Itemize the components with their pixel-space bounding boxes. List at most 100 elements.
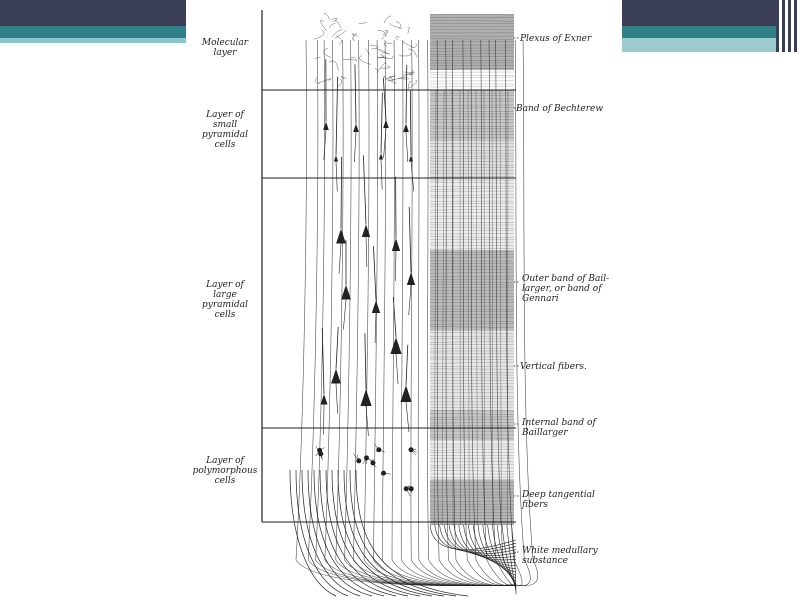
molecular-dendrite — [329, 23, 335, 28]
band-label-outer-baillarger: Outer band of Bail- larger, or band of G… — [522, 274, 622, 304]
label-line: Layer of — [194, 110, 256, 120]
header-bar-right-pale — [622, 38, 776, 52]
label-line: Molecular — [194, 38, 256, 48]
label-line: larger, or band of — [522, 284, 622, 294]
header-bar-right-teal — [622, 26, 776, 38]
band-label-bechterew: Band of Bechterew — [516, 104, 616, 114]
apical-dendrite — [373, 246, 376, 300]
molecular-dendrite — [329, 61, 338, 71]
band-label-vertical-fibers: Vertical fibers. — [520, 362, 620, 372]
pyramidal-cell — [362, 224, 370, 237]
pyramidal-cell — [336, 229, 346, 244]
axon — [409, 285, 411, 315]
polymorphous-cell — [356, 458, 361, 463]
molecular-dendrite — [341, 77, 347, 79]
apical-dendrite — [355, 64, 356, 123]
pyramidal-cell — [409, 155, 413, 161]
pyramidal-cell — [323, 122, 329, 130]
molecular-dendrite — [318, 79, 331, 83]
apical-dendrite — [322, 328, 324, 394]
band-label-white-medullary: White medullary substance — [522, 546, 622, 566]
molecular-dendrite — [398, 78, 409, 79]
label-line: White medullary — [522, 546, 622, 556]
band-label-internal-baillarger: Internal band of Baillarger — [522, 418, 622, 438]
molecular-dendrite — [359, 23, 367, 24]
label-line: Deep tangential — [522, 490, 622, 500]
axon — [406, 132, 408, 162]
layer-label-molecular: Molecular layer — [194, 38, 256, 58]
pyramidal-cell — [390, 337, 401, 354]
axon-fiber — [290, 470, 336, 596]
label-line: Band of Bechterew — [516, 104, 616, 114]
pyramidal-cell — [403, 124, 409, 132]
label-line: fibers — [522, 500, 622, 510]
molecular-dendrite — [359, 56, 370, 65]
layer-label-small-pyramidal: Layer of small pyramidal cells — [194, 110, 256, 150]
molecular-dendrite — [338, 79, 342, 88]
pyramidal-cell — [392, 238, 400, 251]
molecular-dendrite — [413, 44, 417, 48]
fiber-hatch — [430, 86, 514, 87]
label-line: pyramidal — [194, 300, 256, 310]
label-line: pyramidal — [194, 130, 256, 140]
band-label-deep-tangential: Deep tangential fibers — [522, 490, 622, 510]
axon — [324, 130, 326, 160]
axon — [406, 402, 409, 432]
label-line: Layer of — [192, 456, 258, 466]
header-bar-left-teal — [0, 26, 186, 38]
label-line: cells — [194, 310, 256, 320]
molecular-dendrite — [314, 30, 324, 39]
label-line: cells — [194, 140, 256, 150]
apical-dendrite — [409, 207, 411, 273]
cortex-diagram: Molecular layer Layer of small pyramidal… — [186, 0, 622, 600]
band-label-plexus-exner: Plexus of Exner — [520, 34, 620, 44]
header-bar-left-pale — [0, 38, 186, 43]
molecular-dendrite — [334, 21, 341, 28]
molecular-dendrite — [379, 50, 390, 54]
axon — [336, 384, 338, 414]
axon — [336, 162, 337, 192]
pyramidal-cell — [334, 155, 338, 161]
molecular-dendrite — [324, 48, 332, 57]
molecular-dendrite — [384, 16, 391, 23]
pyramidal-cell — [407, 272, 415, 285]
label-line: cells — [192, 476, 258, 486]
molecular-dendrite — [320, 20, 326, 31]
label-line: Vertical fibers. — [520, 362, 620, 372]
molecular-dendrite — [383, 31, 387, 35]
molecular-dendrite — [366, 49, 370, 55]
layer-label-polymorphous: Layer of polymorphous cells — [192, 456, 258, 486]
axon — [396, 354, 398, 384]
molecular-dendrite — [409, 70, 414, 74]
apical-dendrite — [406, 345, 408, 385]
fiber-hatch — [430, 75, 514, 76]
molecular-dendrite — [331, 18, 337, 21]
molecular-dendrite — [385, 42, 392, 43]
header-stripes — [776, 0, 800, 52]
fiber-band — [430, 90, 514, 140]
apical-dendrite — [341, 157, 342, 229]
apical-dendrite — [410, 91, 411, 156]
apical-dendrite — [406, 65, 407, 124]
label-line: Gennari — [522, 294, 622, 304]
pyramidal-cell — [331, 369, 341, 384]
label-line: polymorphous — [192, 466, 258, 476]
apical-dendrite — [365, 333, 366, 389]
pyramidal-cell — [383, 120, 389, 128]
molecular-dendrite — [335, 30, 346, 38]
molecular-dendrite — [324, 13, 330, 19]
axon — [375, 313, 376, 343]
axon — [354, 132, 356, 162]
label-line: Baillarger — [522, 428, 622, 438]
molecular-dendrite — [408, 27, 409, 34]
molecular-dendrite — [351, 57, 356, 62]
pyramidal-cell — [353, 124, 359, 132]
molecular-dendrite — [332, 30, 343, 38]
axon — [366, 237, 367, 267]
pyramidal-cell — [360, 389, 371, 406]
label-line: layer — [194, 48, 256, 58]
molecular-dendrite — [409, 81, 417, 88]
apical-dendrite — [336, 327, 338, 369]
axon — [343, 300, 346, 330]
axon — [395, 251, 396, 281]
